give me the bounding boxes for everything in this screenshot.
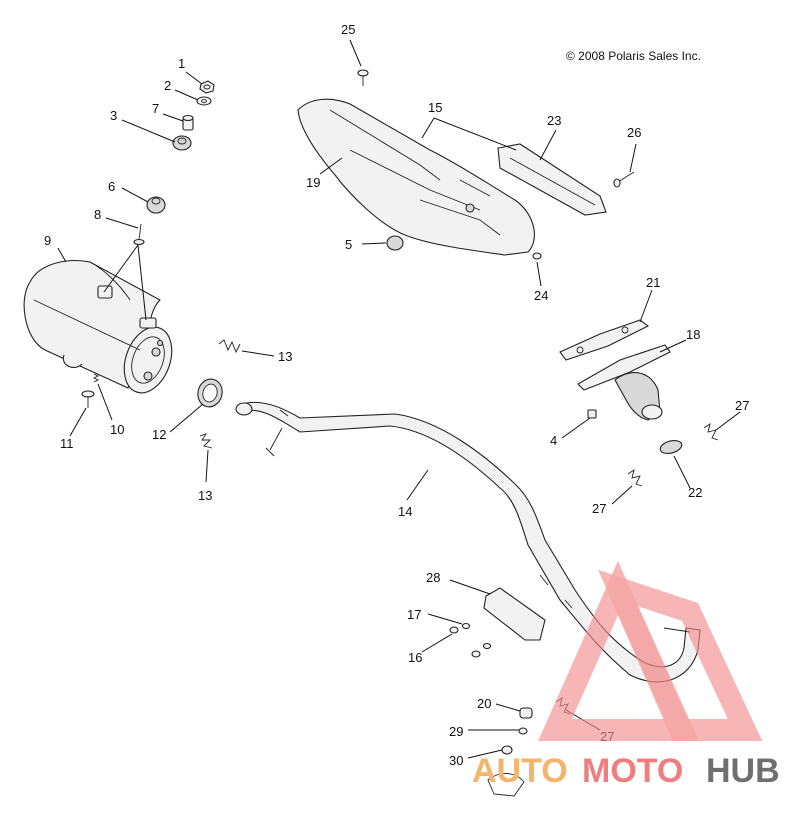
callout-1: 1 [178,56,185,71]
copyright-text: © 2008 Polaris Sales Inc. [566,49,701,63]
callout-14: 14 [398,504,412,519]
callout-7: 7 [152,101,159,116]
callout-5: 5 [345,237,352,252]
callout-18: 18 [686,327,700,342]
callout-25: 25 [341,22,355,37]
callout-21: 21 [646,275,660,290]
spring-part-10 [92,373,100,383]
watermark-hub: HUB [706,752,780,790]
spring-part-27-right [703,422,719,441]
callout-19: 19 [306,175,320,190]
bolt-part-25 [357,69,369,86]
spacer-part-7 [182,114,194,131]
watermark-text: AUTO MOTO HUB [472,752,780,790]
callout-9: 9 [44,233,51,248]
callout-27-right: 27 [735,398,749,413]
heat-shield-part-28 [483,587,546,641]
callout-22: 22 [688,485,702,500]
flange-part-18 [577,344,671,421]
callout-30: 30 [449,753,463,768]
plug-part-30 [487,745,525,797]
callout-11: 11 [60,436,74,451]
screw-part-16 [449,626,481,658]
callout-20: 20 [477,696,491,711]
bolt-part-8 [133,223,145,246]
callout-24: 24 [534,288,548,303]
muffler-part-9 [23,260,173,394]
heat-shield-part-19 [297,98,535,256]
washer-part-17 [461,622,492,650]
bolt-part-4 [587,409,597,419]
callout-13-lower: 13 [198,488,212,503]
watermark-auto: AUTO [472,752,568,790]
watermark-moto: MOTO [582,752,683,790]
spring-part-27-middle [627,468,643,487]
callout-13-upper: 13 [278,349,292,364]
callout-8: 8 [94,207,101,222]
callout-3: 3 [110,108,117,123]
gasket-part-12 [197,378,223,408]
callout-23: 23 [547,113,561,128]
spring-part-13-upper [218,339,241,354]
nut-part-1 [199,80,215,94]
callout-15: 15 [428,100,442,115]
callout-17: 17 [407,607,421,622]
washer-part-24 [532,252,542,260]
seal-part-22 [659,439,683,455]
shield-plate-part-23 [497,143,607,216]
rivet-part-26 [613,171,635,188]
callout-10: 10 [110,422,124,437]
callout-29: 29 [449,724,463,739]
callout-4: 4 [550,433,557,448]
callout-16: 16 [408,650,422,665]
callout-6: 6 [108,179,115,194]
callout-12: 12 [152,427,166,442]
spring-part-13-lower [199,433,213,449]
plug-part-5 [386,235,404,251]
washer-part-2 [196,96,212,106]
callout-2: 2 [164,78,171,93]
callout-28: 28 [426,570,440,585]
washer-part-29 [518,727,528,735]
grommet-part-3 [172,135,192,151]
watermark-logo [538,561,763,741]
leader-lines [57,39,741,759]
callout-26: 26 [627,125,641,140]
grommet-part-6 [146,196,166,214]
screw-part-11 [81,390,95,408]
callout-27-middle: 27 [592,501,606,516]
gasket-part-21 [559,319,650,361]
plug-part-20 [519,707,533,719]
